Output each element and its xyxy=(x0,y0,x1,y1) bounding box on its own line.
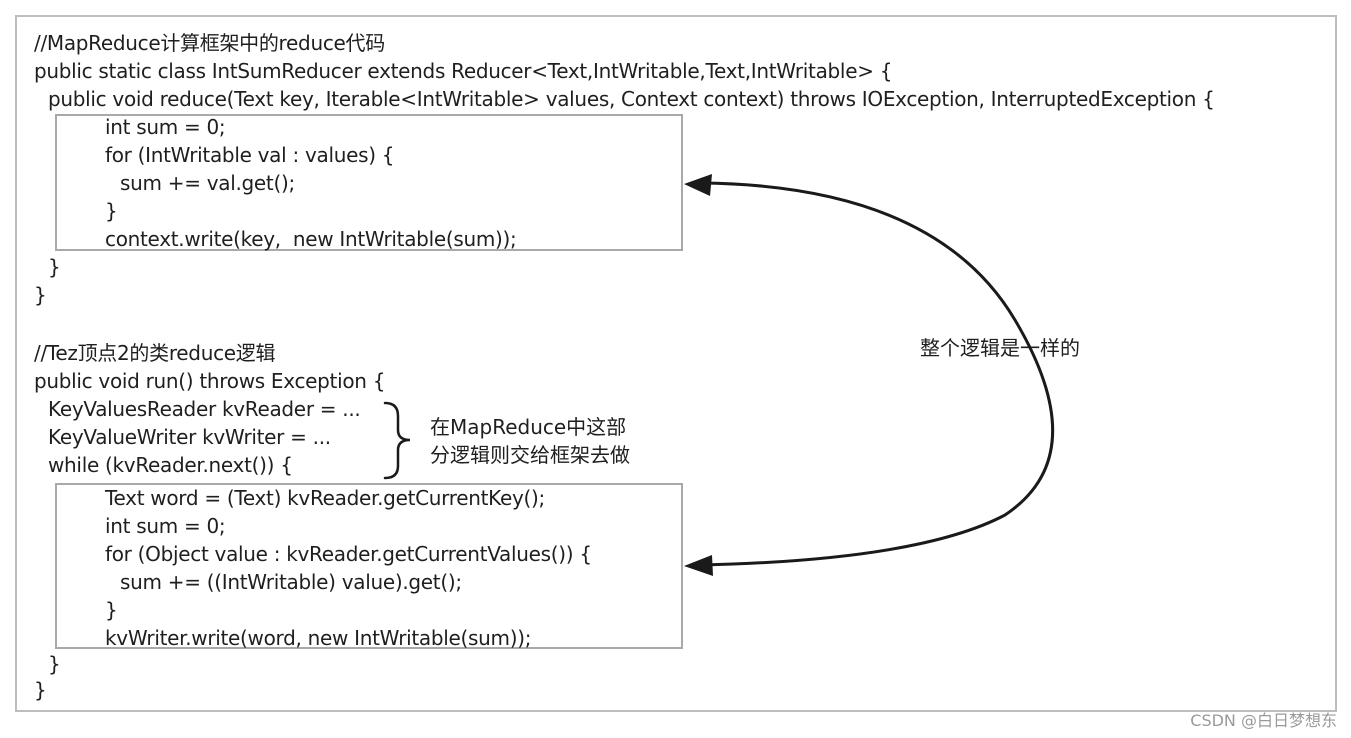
code-line: public void reduce(Text key, Iterable<In… xyxy=(48,87,1215,111)
code-line: int sum = 0; xyxy=(105,115,226,139)
same-logic-label: 整个逻辑是一样的 xyxy=(920,336,1080,360)
code-line: sum += val.get(); xyxy=(120,171,295,195)
code-line: int sum = 0; xyxy=(105,514,226,538)
comment-mapreduce: //MapReduce计算框架中的reduce代码 xyxy=(34,31,385,55)
code-line: Text word = (Text) kvReader.getCurrentKe… xyxy=(105,486,545,510)
comment-tez: //Tez顶点2的类reduce逻辑 xyxy=(34,341,276,365)
reduce-body-box-2 xyxy=(55,483,683,649)
code-line: } xyxy=(105,598,118,622)
arrowhead-up-icon xyxy=(684,174,712,196)
code-line: while (kvReader.next()) { xyxy=(48,453,293,477)
reduce-body-box-1 xyxy=(55,114,683,251)
code-line: KeyValueWriter kvWriter = ... xyxy=(48,425,331,449)
code-line: sum += ((IntWritable) value).get(); xyxy=(120,570,462,594)
brace-note-line2: 分逻辑则交给框架去做 xyxy=(430,443,630,467)
code-line: } xyxy=(34,283,47,307)
code-line: public void run() throws Exception { xyxy=(34,369,386,393)
code-line: } xyxy=(105,199,118,223)
code-line: public static class IntSumReducer extend… xyxy=(34,59,893,83)
code-line: context.write(key, new IntWritable(sum))… xyxy=(105,227,517,251)
arrowhead-down-icon xyxy=(684,555,713,576)
code-line: KeyValuesReader kvReader = ... xyxy=(48,397,361,421)
diagram-frame xyxy=(15,15,1337,712)
watermark: CSDN @白日梦想东 xyxy=(1190,711,1337,730)
code-line: } xyxy=(34,678,47,702)
code-line: for (Object value : kvReader.getCurrentV… xyxy=(105,542,592,566)
code-line: kvWriter.write(word, new IntWritable(sum… xyxy=(105,626,532,650)
curly-brace-icon xyxy=(383,401,411,480)
brace-note-line1: 在MapReduce中这部 xyxy=(430,415,627,439)
code-line: } xyxy=(48,255,61,279)
same-logic-curve xyxy=(699,181,1054,567)
code-line: for (IntWritable val : values) { xyxy=(105,143,395,167)
code-line: } xyxy=(48,652,61,676)
